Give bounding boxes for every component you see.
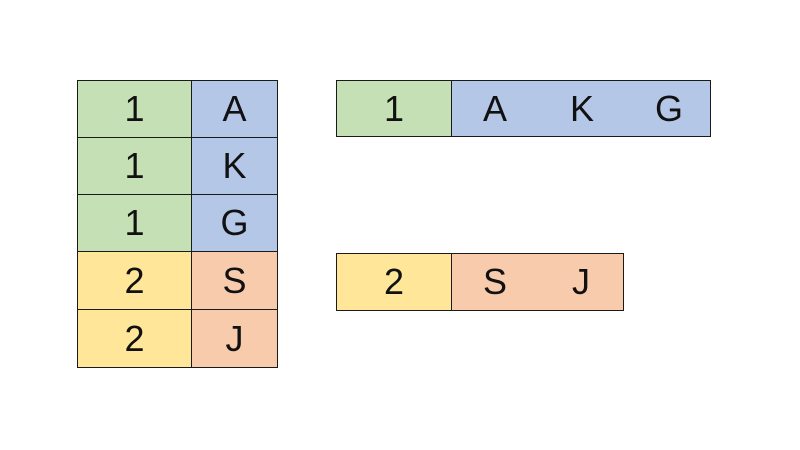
source-value-cell: S bbox=[191, 251, 278, 310]
source-key-cell: 2 bbox=[77, 309, 192, 368]
source-value-cell: G bbox=[191, 194, 278, 252]
source-key-cell: 1 bbox=[77, 194, 192, 252]
source-value-cell: J bbox=[191, 309, 278, 368]
source-key-cell: 2 bbox=[77, 251, 192, 310]
grouped-values-cell: S J bbox=[451, 253, 624, 311]
grouped-key-cell: 2 bbox=[336, 253, 452, 311]
source-value-cell: A bbox=[191, 80, 278, 138]
source-key-cell: 1 bbox=[77, 137, 192, 195]
grouped-value: S bbox=[482, 261, 508, 302]
source-value-cell: K bbox=[191, 137, 278, 195]
grouped-values-cell: A K G bbox=[451, 80, 711, 137]
grouped-value: A bbox=[482, 87, 508, 129]
grouped-value: K bbox=[569, 87, 595, 129]
source-key-cell: 1 bbox=[77, 80, 192, 138]
grouped-key-cell: 1 bbox=[336, 80, 452, 137]
grouped-value: G bbox=[654, 87, 684, 129]
grouped-value: J bbox=[572, 261, 590, 302]
